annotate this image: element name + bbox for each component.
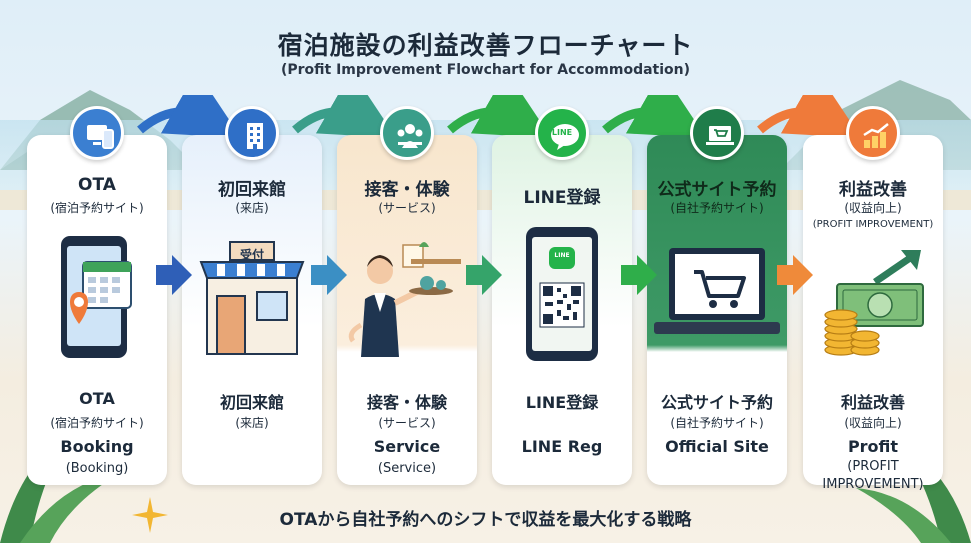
step-en-profit: Profit [847, 437, 899, 456]
growth-coins-icon [846, 106, 900, 160]
step-en-service: Service [373, 437, 441, 456]
step-label-official: 公式サイト予約 [660, 393, 773, 412]
phone-calendar-illustration [61, 236, 132, 358]
booking-devices-icon [70, 106, 124, 160]
step-card-service [337, 135, 477, 485]
step-head-profit: 利益改善 [839, 180, 907, 200]
step-head-official: 公式サイト予約 [657, 180, 777, 200]
building-icon [225, 106, 279, 160]
reception-sign: 受付 [239, 248, 264, 262]
step-head-sub-ota: (宿泊予約サイト) [50, 201, 144, 215]
money-growth-illustration [824, 250, 924, 356]
step-head-ota: OTA [78, 175, 116, 195]
step-en-line: LINE Reg [521, 437, 603, 456]
reception-store-illustration [199, 241, 305, 355]
step-label-sub-ota: (宿泊予約サイト) [50, 416, 144, 430]
step-label-first-visit: 初回来館 [219, 393, 284, 412]
step-en-sub2-profit: IMPROVEMENT) [822, 477, 924, 492]
step-label-service: 接客・体験 [366, 393, 447, 412]
laptop-cart-icon [690, 106, 744, 160]
laptop-cart-illustration [654, 248, 780, 334]
step-en-sub-ota: (Booking) [65, 461, 129, 476]
step-en-official: Official Site [665, 437, 769, 456]
step-en-sub-service: (Service) [377, 461, 437, 476]
step-label-profit: 利益改善 [840, 393, 905, 412]
step-head-first-visit: 初回来館 [218, 180, 286, 200]
step-label-sub-profit: (収益向上) [844, 416, 902, 430]
step-head-sub-profit: (収益向上) [844, 201, 902, 215]
sparkle-icon [132, 497, 168, 533]
step-en-sub-profit: (PROFIT [847, 459, 899, 474]
page-title: 宿泊施設の利益改善フローチャート [277, 31, 694, 60]
phone-qr-illustration [526, 227, 598, 361]
step-head-sub-service: (サービス) [378, 201, 436, 215]
step-head-sub-official: (自社予約サイト) [670, 201, 764, 215]
step-head-line: LINE登録 [523, 188, 601, 208]
step-label-sub-service: (サービス) [378, 416, 436, 430]
flow-arrows [156, 255, 813, 295]
step-head-en-profit: (PROFIT IMPROVEMENT) [812, 219, 934, 230]
curved-arrows [137, 95, 862, 138]
staff-serving-illustration [348, 242, 461, 357]
step-label-line: LINE登録 [525, 393, 599, 412]
line-icon [535, 106, 589, 160]
page-subtitle: (Profit Improvement Flowchart for Accomm… [280, 62, 691, 78]
step-en-ota: Booking [60, 437, 134, 456]
phone-line-logo-text: LINE [554, 252, 570, 259]
step-label-sub-official: (自社予約サイト) [670, 416, 764, 430]
people-icon [380, 106, 434, 160]
step-head-service: 接客・体験 [364, 180, 450, 200]
footer-strategy: OTAから自社予約へのシフトで収益を最大化する戦略 [279, 510, 692, 530]
step-head-sub-first-visit: (来店) [235, 201, 269, 215]
step-label-sub-first-visit: (来店) [235, 416, 269, 430]
line-icon-text: LINE [551, 128, 573, 137]
step-label-ota: OTA [79, 389, 115, 408]
